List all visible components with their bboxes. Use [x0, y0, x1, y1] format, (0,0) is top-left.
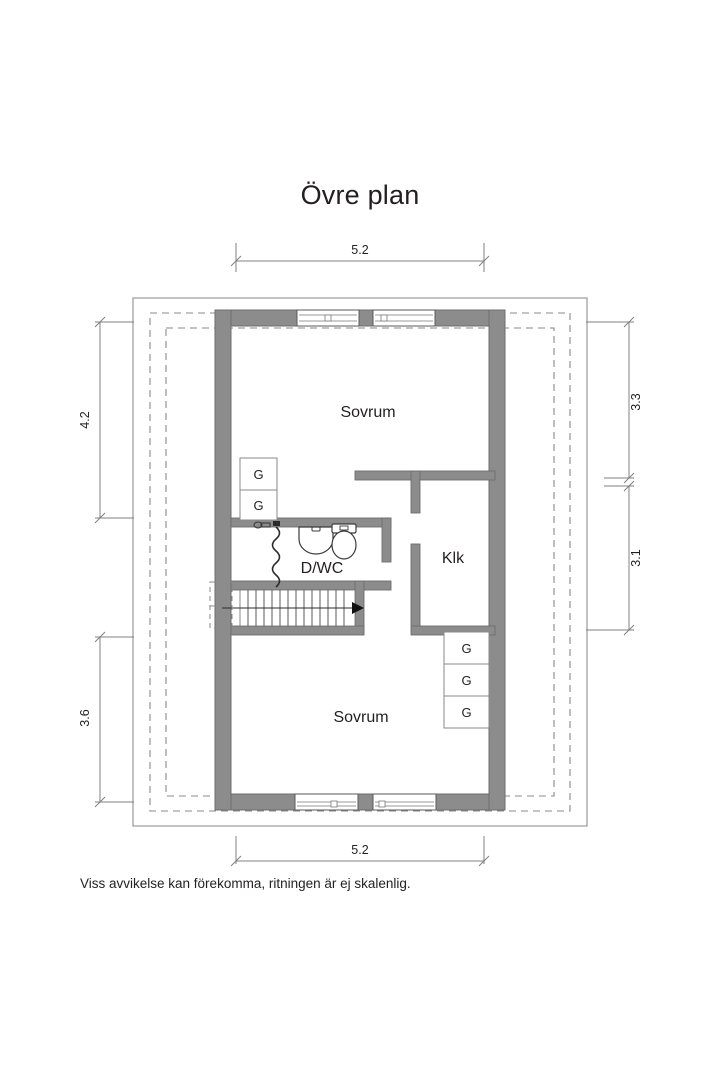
dimension-right-upper-label: 3.3	[629, 393, 643, 410]
sink-icon	[298, 526, 334, 555]
staircase	[222, 589, 364, 627]
shower-curtain-icon	[271, 521, 281, 588]
window-top-right	[372, 309, 436, 327]
window-bottom-right	[372, 793, 437, 811]
dimension-left-lower: 3.6	[78, 631, 134, 808]
dimension-left-lower-label: 3.6	[78, 709, 92, 726]
closet-right-middle: G	[443, 663, 490, 697]
closet-right-middle-label: G	[461, 673, 471, 688]
dimension-right-lower: 3.1	[586, 480, 643, 636]
room-label-bedroom-bottom: Sovrum	[333, 709, 388, 726]
dimension-bottom-label: 5.2	[351, 843, 368, 857]
closet-right-bottom-label: G	[461, 705, 471, 720]
room-label-walk-in-closet: Klk	[442, 550, 465, 567]
dimension-left-upper: 4.2	[78, 316, 134, 524]
dimension-bottom: 5.2	[230, 836, 490, 867]
interior-walls	[230, 470, 496, 636]
room-label-bathroom: D/WC	[301, 560, 344, 577]
closet-left-lower: G	[239, 489, 278, 521]
dimension-right-upper: 3.3	[586, 316, 643, 484]
room-label-bedroom-top: Sovrum	[340, 404, 395, 421]
roof-overhang-outer-dashed	[149, 312, 571, 812]
closet-right-top: G	[443, 631, 490, 665]
page-title: Övre plan	[300, 180, 420, 210]
toilet-icon	[331, 523, 357, 560]
disclaimer-note: Viss avvikelse kan förekomma, ritningen …	[80, 876, 411, 891]
dimension-left-upper-label: 4.2	[78, 411, 92, 428]
closet-left-upper-label: G	[253, 467, 263, 482]
closet-right-bottom: G	[443, 695, 490, 729]
outer-boundary	[132, 297, 588, 827]
window-top-left	[296, 309, 360, 327]
closet-left-lower-label: G	[253, 498, 263, 513]
dimension-right-lower-label: 3.1	[629, 549, 643, 566]
window-bottom-left	[294, 793, 359, 811]
dimension-top: 5.2	[230, 243, 490, 272]
stair-opening-marker	[209, 581, 233, 629]
shower-mixer-icon	[253, 521, 271, 529]
closet-right-top-label: G	[461, 641, 471, 656]
dimension-top-label: 5.2	[351, 243, 368, 257]
closet-left-upper: G	[239, 457, 278, 491]
